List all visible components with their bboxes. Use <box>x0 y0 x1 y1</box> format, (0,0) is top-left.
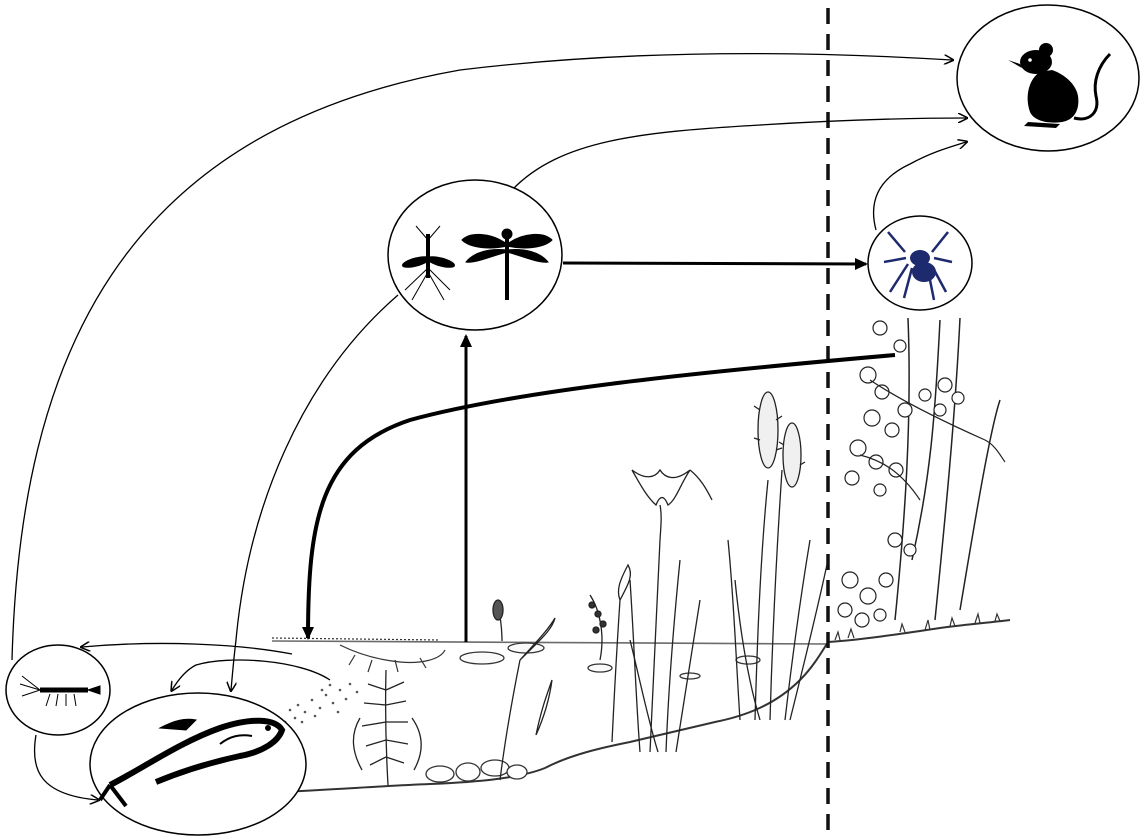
shrimp-node <box>6 645 110 735</box>
water-surface <box>272 641 828 644</box>
spider-node <box>868 216 972 310</box>
lily-pads <box>460 643 760 679</box>
shore-vine-leaves <box>838 321 964 627</box>
iris-plant <box>630 470 712 752</box>
edge-plants-to-fish <box>172 660 330 690</box>
edge-shrimp-to-mouse <box>12 54 952 660</box>
fish-node <box>90 693 306 835</box>
edge-shore-to-plants <box>308 355 895 638</box>
mouse-node <box>957 5 1139 151</box>
reed-plant <box>728 392 828 720</box>
algae-mat <box>284 683 359 724</box>
edge-insects-to-mouse <box>512 118 966 190</box>
edge-insects-to-fish <box>231 295 398 690</box>
edge-plants-to-shrimp <box>82 643 292 654</box>
pond-scene <box>272 318 1010 792</box>
submerged-plant <box>353 670 421 785</box>
shore-tree <box>895 318 1000 620</box>
food-web-edges <box>12 54 966 800</box>
bottom-stones <box>426 760 527 782</box>
insects-node <box>388 180 562 330</box>
edge-shrimp-to-fish <box>34 735 98 800</box>
pickerelweed-plant <box>589 565 630 742</box>
edge-insects-to-spider <box>563 263 866 264</box>
arrowhead-plant <box>493 600 555 780</box>
